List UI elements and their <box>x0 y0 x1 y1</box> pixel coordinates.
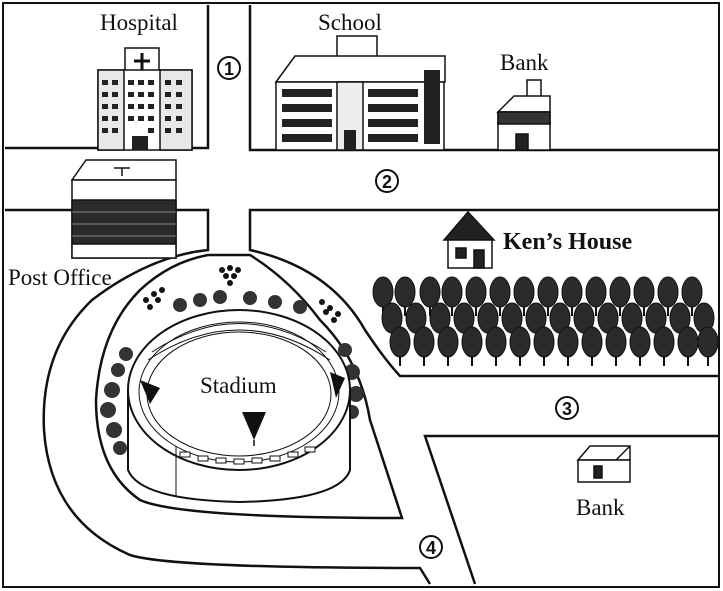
tree-icon <box>629 326 651 366</box>
kens-house-label: Ken’s House <box>503 229 632 255</box>
tree-icon <box>437 326 459 366</box>
tree-icon <box>557 326 579 366</box>
stadium-label: Stadium <box>200 373 277 398</box>
route-marker-3-label: 3 <box>562 399 572 419</box>
school-building-icon <box>274 35 446 151</box>
block-school-edge <box>248 5 718 152</box>
block-hospital-edge <box>5 5 210 150</box>
tree-icon <box>633 276 655 316</box>
house-icon <box>442 210 496 269</box>
tree-icon <box>461 326 483 366</box>
tree-icon <box>413 326 435 366</box>
route-marker-3: 3 <box>555 396 579 420</box>
tree-icon <box>513 276 535 316</box>
hospital-building-icon <box>97 47 193 151</box>
stadium-lights <box>140 265 345 440</box>
block-bank-edge <box>423 434 718 585</box>
bank-top-label: Bank <box>500 50 549 75</box>
tree-icon <box>609 276 631 316</box>
tree-icon <box>585 276 607 316</box>
tree-icon <box>605 326 627 366</box>
tree-icon <box>561 276 583 316</box>
tree-icon <box>697 326 719 366</box>
road-edges <box>5 5 718 585</box>
route-marker-2: 2 <box>375 169 399 193</box>
tree-icon <box>419 276 441 316</box>
tree-icon <box>389 326 411 366</box>
tree-icon <box>465 276 487 316</box>
post-office-label: Post Office <box>8 265 112 290</box>
tree-icon <box>441 276 463 316</box>
bank-building-icon-bottom <box>576 445 631 483</box>
tree-icon <box>485 326 507 366</box>
tree-icon <box>677 326 699 366</box>
tree-icon <box>489 276 511 316</box>
post-office-building-icon <box>70 159 177 259</box>
block-house-edge <box>248 208 718 378</box>
tree-icon <box>537 276 559 316</box>
tree-icon <box>681 276 703 316</box>
tree-icon <box>394 276 416 316</box>
route-marker-4: 4 <box>419 535 443 559</box>
hospital-label: Hospital <box>100 10 178 35</box>
tree-icon <box>372 276 719 366</box>
tree-icon <box>653 326 675 366</box>
school-label: School <box>318 10 382 35</box>
stadium-island-edge <box>94 253 404 520</box>
route-marker-1-label: 1 <box>224 59 234 79</box>
route-marker-1: 1 <box>217 56 241 80</box>
route-marker-4-label: 4 <box>426 538 436 558</box>
bank-bottom-label: Bank <box>576 495 625 520</box>
stadium-icon <box>100 265 364 504</box>
tree-icon <box>509 326 531 366</box>
tree-icon <box>533 326 555 366</box>
bank-building-icon-top <box>496 79 551 151</box>
tree-icon <box>657 276 679 316</box>
route-marker-2-label: 2 <box>382 172 392 192</box>
block-post-office-edge <box>5 208 432 585</box>
tree-icon <box>581 326 603 366</box>
stadium-bushes <box>100 290 364 455</box>
